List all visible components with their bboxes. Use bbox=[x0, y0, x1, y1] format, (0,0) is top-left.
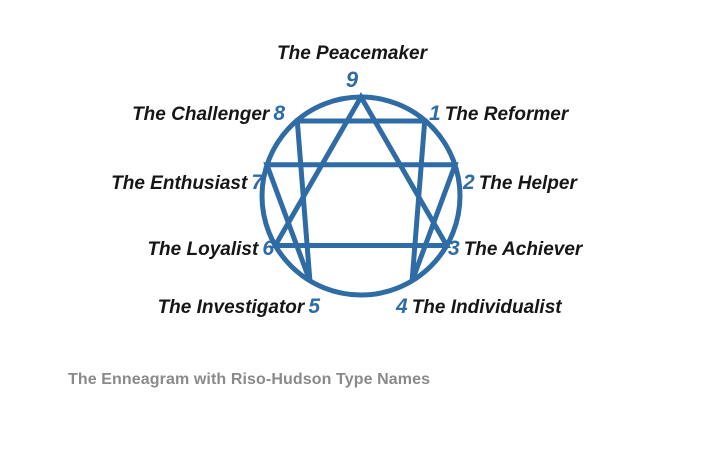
type-number-8: 8 bbox=[273, 102, 285, 125]
enneagram-diagram bbox=[259, 92, 463, 298]
type-number-2: 2 bbox=[463, 171, 475, 194]
type-name-7: The Enthusiast bbox=[111, 173, 248, 194]
enneagram-circle bbox=[259, 94, 463, 298]
type-name-9: The Peacemaker bbox=[277, 43, 427, 64]
type-name-3: The Achiever bbox=[463, 239, 583, 260]
type-number-7: 7 bbox=[251, 171, 263, 194]
type-number-6: 6 bbox=[262, 237, 274, 260]
enneagram-hexad bbox=[263, 118, 459, 283]
type-number-5: 5 bbox=[308, 295, 320, 318]
type-name-5: The Investigator bbox=[157, 297, 305, 318]
type-number-1: 1 bbox=[429, 102, 441, 125]
type-name-8: The Challenger bbox=[132, 104, 270, 125]
type-name-4: The Individualist bbox=[411, 297, 562, 318]
type-name-2: The Helper bbox=[478, 173, 577, 194]
enneagram-triangle bbox=[270, 92, 452, 248]
type-number-4: 4 bbox=[396, 295, 408, 318]
type-number-3: 3 bbox=[448, 237, 460, 260]
enneagram-label-9: The Peacemaker 9 bbox=[0, 44, 704, 91]
type-name-1: The Reformer bbox=[444, 104, 569, 125]
type-number-9: 9 bbox=[345, 67, 359, 92]
figure-caption: The Enneagram with Riso-Hudson Type Name… bbox=[68, 371, 431, 388]
type-name-6: The Loyalist bbox=[147, 239, 259, 260]
